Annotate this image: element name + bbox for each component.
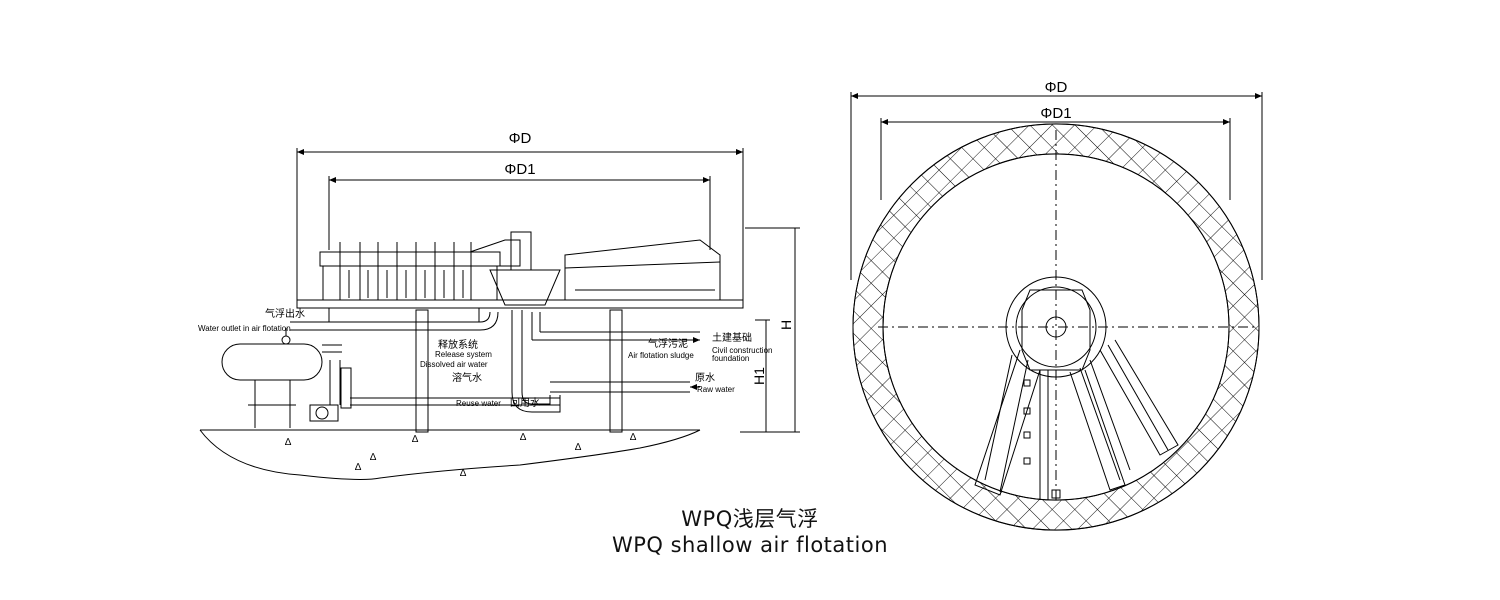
svg-text:∆: ∆ — [355, 462, 362, 473]
side-dim-outer-label: ΦD — [509, 130, 532, 147]
plan-dim-inner-label: ΦD1 — [1040, 105, 1071, 122]
tank-floor-lower — [328, 307, 480, 323]
central-hub-core — [1045, 316, 1067, 338]
side-view-labels: 气浮出水 Water outlet in air flotation 释放系统 … — [198, 307, 772, 409]
release-system-pipe — [511, 310, 700, 413]
plan-view: ΦD ΦD1 — [850, 79, 1263, 531]
label-civil-cn: 土建基础 — [712, 331, 752, 344]
label-reuse-cn: 回用水 — [510, 397, 540, 409]
svg-text:∆: ∆ — [575, 442, 582, 453]
foundation-soil — [199, 429, 701, 480]
side-dim-height1-label: H1 — [751, 367, 767, 385]
tank-floor — [296, 299, 744, 309]
side-elevation-view: ΦD ΦD1 H H1 — [199, 130, 800, 480]
central-hub-outer — [1005, 276, 1107, 378]
hub-frame — [1021, 289, 1091, 371]
outlet-pipe — [290, 311, 499, 331]
label-dissolved-en: Dissolved air water — [420, 360, 488, 369]
label-sludge-en: Air flotation sludge — [628, 351, 694, 360]
svg-text:∆: ∆ — [460, 468, 467, 479]
central-column — [510, 231, 532, 271]
label-outlet-cn: 气浮出水 — [265, 307, 305, 320]
label-raw-cn: 原水 — [695, 372, 715, 384]
plan-dimension-outer — [850, 92, 1263, 280]
plan-centerlines — [878, 130, 1258, 500]
dimension-inner-diameter — [328, 176, 711, 250]
dimension-outer-diameter — [296, 148, 744, 300]
side-dim-inner-label: ΦD1 — [504, 161, 535, 178]
label-release-cn: 释放系统 — [438, 338, 478, 351]
dimension-height — [740, 227, 800, 433]
caption-english: WPQ shallow air flotation — [611, 533, 889, 557]
central-hopper — [489, 269, 561, 306]
svg-text:∆: ∆ — [370, 452, 377, 463]
scraper-blades — [339, 242, 472, 300]
tank-outer-circle — [852, 123, 1260, 531]
plan-dimension-inner — [880, 118, 1231, 200]
dissolved-air-tank — [221, 328, 323, 428]
central-hub-middle — [1015, 286, 1097, 368]
label-civil-en-1: Civil construction — [712, 346, 772, 355]
sludge-pipe — [531, 312, 700, 343]
carriage-frame — [322, 265, 498, 301]
svg-text:∆: ∆ — [520, 432, 527, 443]
label-sludge-cn: 气浮污泥 — [648, 337, 688, 350]
label-dissolved-cn: 溶气水 — [452, 371, 482, 384]
skimmer-head — [469, 239, 521, 267]
label-civil-en-2: foundation — [712, 354, 749, 363]
reuse-water-pipe — [350, 397, 560, 406]
label-raw-en: Raw water — [697, 385, 735, 394]
svg-text:∆: ∆ — [412, 434, 419, 445]
carriage-beam — [319, 251, 501, 267]
label-reuse-en: Reuse water — [456, 399, 501, 408]
support-columns — [415, 309, 623, 433]
side-dim-height-label: H — [778, 320, 794, 330]
label-outlet-en: Water outlet in air flotation — [198, 324, 291, 333]
carriage-arm — [974, 349, 1061, 500]
svg-text:∆: ∆ — [285, 437, 292, 448]
svg-text:∆: ∆ — [630, 432, 637, 443]
caption-chinese: WPQ浅层气浮 — [681, 507, 819, 531]
sludge-scoop — [564, 239, 721, 301]
label-release-en: Release system — [435, 350, 492, 359]
sludge-scoop-arms — [1069, 339, 1179, 491]
plan-dim-outer-label: ΦD — [1045, 79, 1068, 96]
soil-hatch: ∆ ∆ ∆ ∆ ∆ ∆ ∆ ∆ — [285, 432, 637, 479]
pump-assembly — [309, 344, 352, 422]
